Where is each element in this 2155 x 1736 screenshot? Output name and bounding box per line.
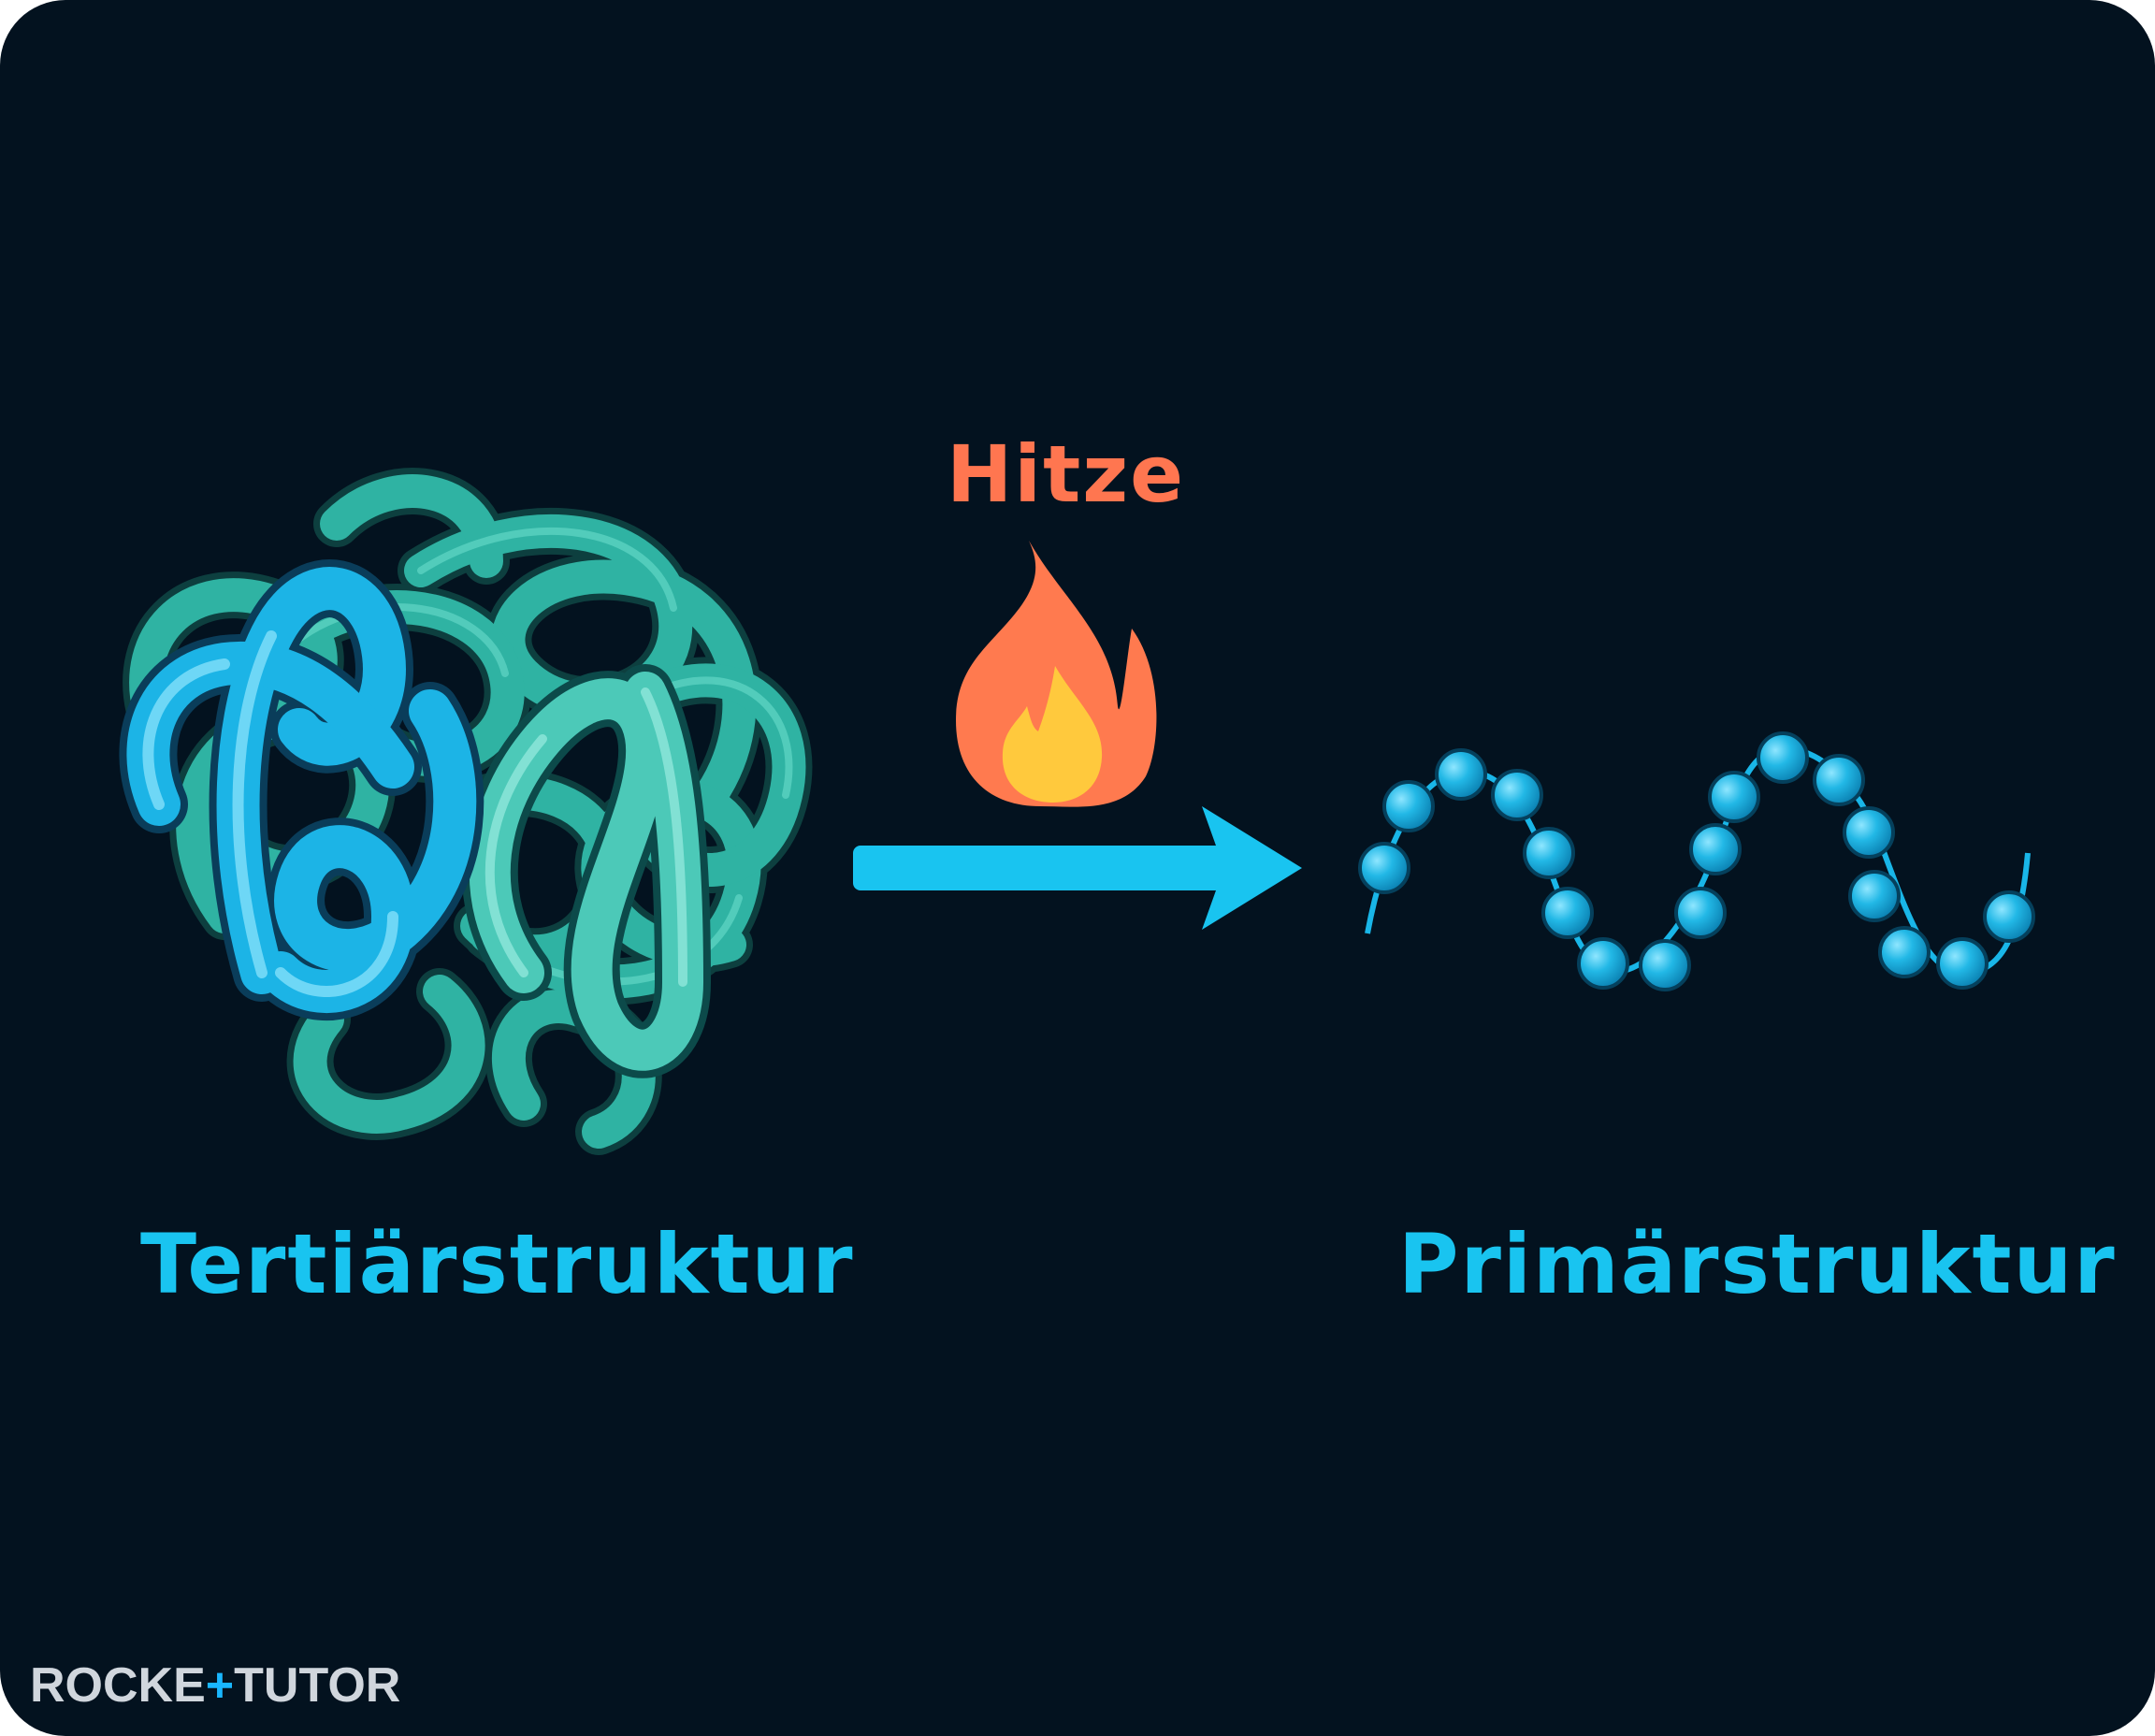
tangled-protein-icon [119, 468, 813, 1155]
logo-text-part2: TUTOR [234, 1658, 401, 1713]
primary-structure-label: Primärstruktur [1398, 1216, 2117, 1312]
flame-icon [956, 541, 1157, 807]
logo-text-part1: ROCKE [30, 1658, 206, 1713]
heat-label: Hitze [947, 428, 1186, 520]
tertiary-structure-label: Tertiärstruktur [140, 1216, 855, 1312]
bead-chain-icon [1358, 731, 2035, 991]
logo-plus: + [205, 1658, 235, 1713]
arrow-right-icon [853, 806, 1302, 930]
brand-logo: ROCKE+TUTOR [30, 1657, 400, 1714]
